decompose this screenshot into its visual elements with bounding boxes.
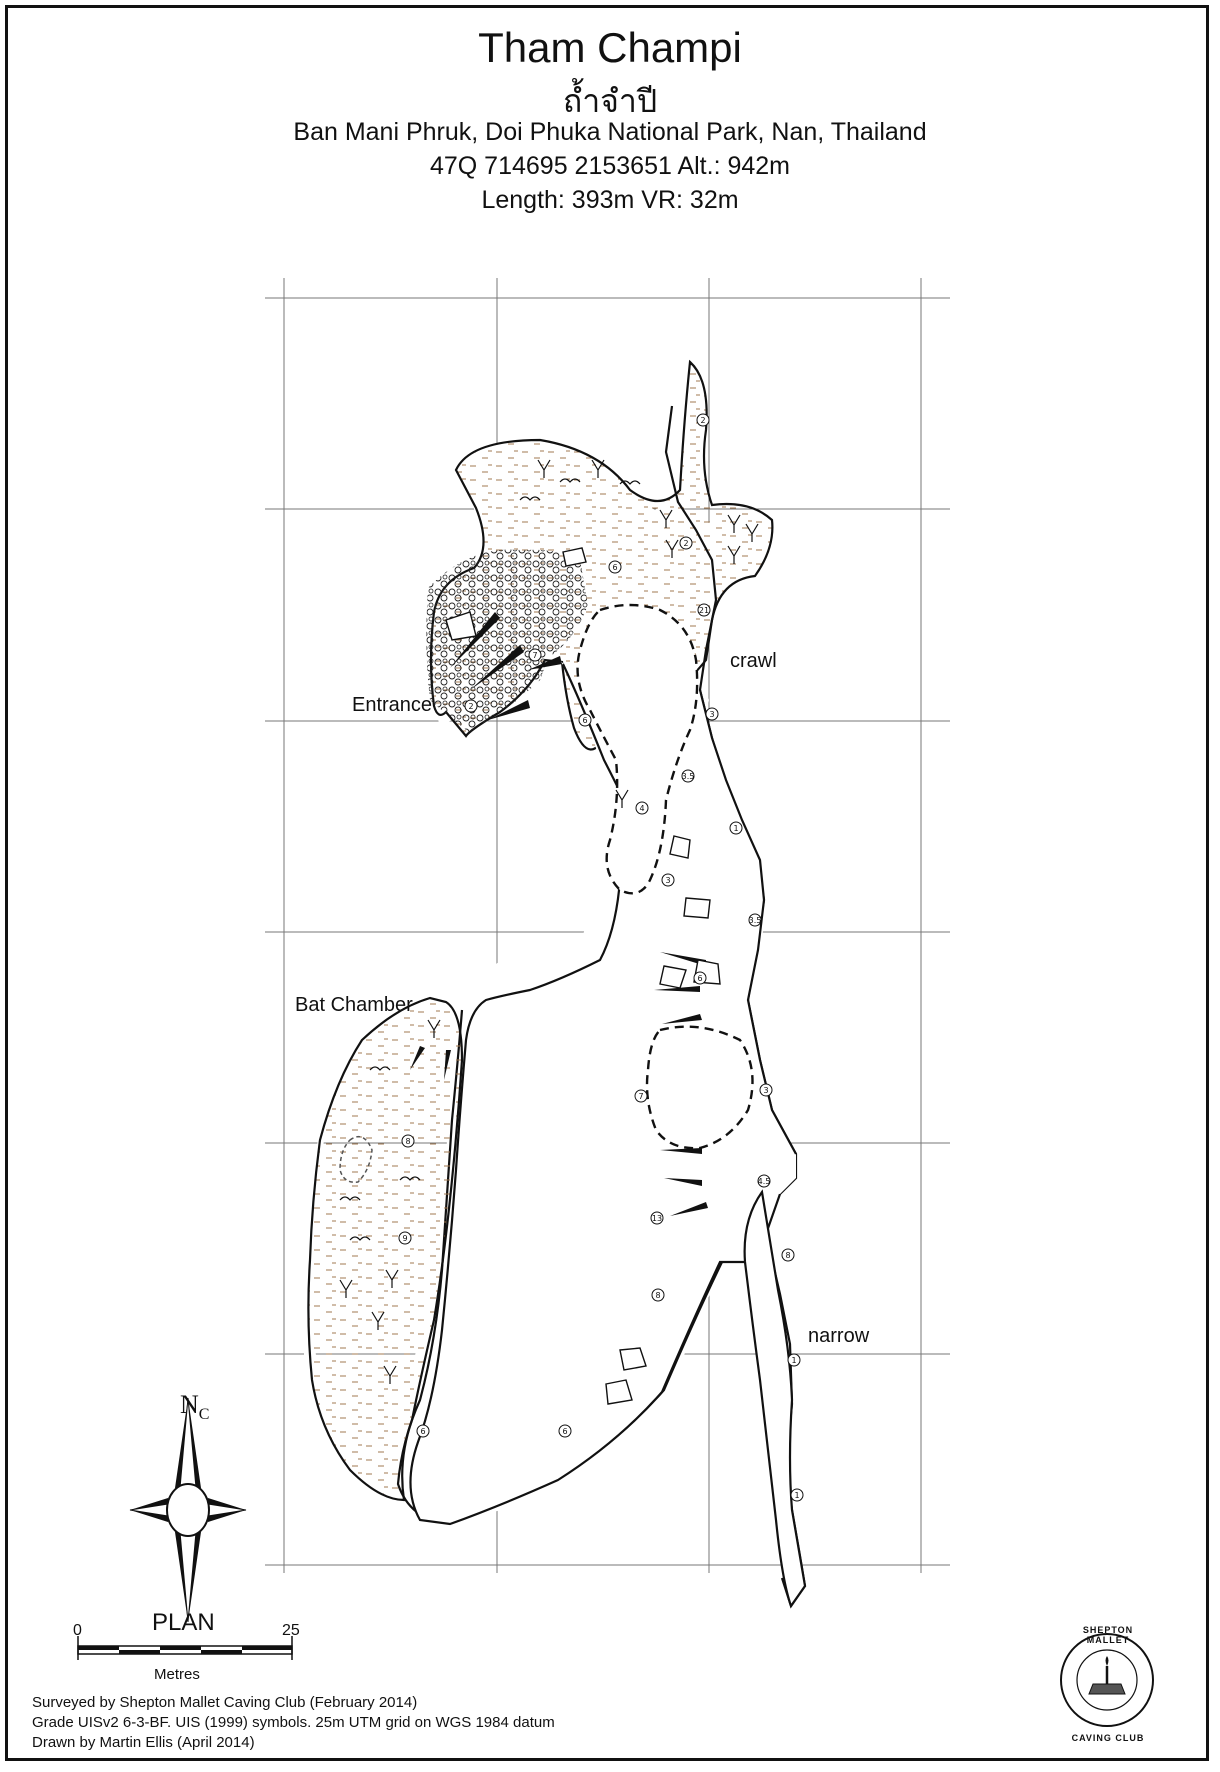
- svg-text:3: 3: [709, 710, 714, 719]
- svg-text:13: 13: [652, 1214, 662, 1223]
- compass-north-label: NC: [180, 1390, 210, 1424]
- svg-text:4.5: 4.5: [758, 1177, 771, 1186]
- depth-marker: [682, 539, 694, 551]
- svg-text:8: 8: [785, 1251, 790, 1260]
- compass-rose: [129, 1397, 247, 1623]
- floor-symbols: [339, 459, 759, 1384]
- svg-text:7: 7: [638, 1092, 643, 1101]
- logo-bottom-text: CAVING CLUB: [1071, 1733, 1145, 1743]
- depth-marker: 2: [679, 536, 693, 550]
- svg-text:6: 6: [582, 716, 587, 725]
- scale-max: 25: [282, 1622, 300, 1639]
- bat-chamber: [307, 996, 464, 1502]
- depth-marker: 8: [401, 1134, 415, 1148]
- depth-marker: 13: [650, 1211, 664, 1225]
- svg-text:2: 2: [700, 416, 705, 425]
- credit-surveyed: Surveyed by Shepton Mallet Caving Club (…: [32, 1694, 418, 1711]
- rubble-area: [426, 549, 588, 733]
- svg-text:1: 1: [791, 1356, 796, 1365]
- svg-text:4: 4: [639, 804, 644, 813]
- svg-text:1: 1: [794, 1491, 799, 1500]
- credit-drawn: Drawn by Martin Ellis (April 2014): [32, 1734, 255, 1751]
- scale-unit: Metres: [154, 1666, 200, 1683]
- depth-markers: 2 2 6 21 7 2 6 3 4 3.5 1 3 3.5 6 7 3 4.5…: [398, 413, 804, 1502]
- label-bat-chamber: Bat Chamber: [295, 994, 413, 1016]
- label-entrance: Entrance: [352, 694, 433, 716]
- lower-passage-west-wall: [409, 789, 745, 1526]
- label-crawl: crawl: [730, 650, 777, 672]
- depth-marker: 3: [759, 1083, 773, 1097]
- depth-marker: 7: [528, 648, 542, 662]
- credit-grade: Grade UISv2 6-3-BF. UIS (1999) symbols. …: [32, 1714, 555, 1731]
- lower-passage-east-wall: [698, 689, 797, 1155]
- svg-text:3.5: 3.5: [749, 916, 762, 925]
- svg-text:2: 2: [468, 702, 473, 711]
- svg-text:3: 3: [665, 876, 670, 885]
- svg-text:9: 9: [402, 1234, 407, 1243]
- label-narrow: narrow: [808, 1325, 870, 1347]
- depth-marker: 3: [705, 707, 719, 721]
- svg-text:8: 8: [405, 1137, 410, 1146]
- depth-marker: 2: [464, 699, 478, 713]
- svg-text:7: 7: [532, 651, 537, 660]
- svg-text:6: 6: [420, 1427, 425, 1436]
- depth-marker: 4.5: [757, 1174, 771, 1188]
- depth-marker: 8: [651, 1288, 665, 1302]
- depth-marker: 7: [634, 1089, 648, 1103]
- bat-dashed-loop: [339, 1135, 373, 1183]
- logo-top-text: SHEPTON MALLET: [1082, 1625, 1134, 1645]
- depth-marker: 21: [697, 603, 711, 617]
- depth-marker: 6: [608, 560, 622, 574]
- credits-block: Surveyed by Shepton Mallet Caving Club (…: [32, 1693, 555, 1753]
- narrow-passage: [743, 1189, 807, 1609]
- svg-text:8: 8: [655, 1291, 660, 1300]
- depth-marker: [635, 802, 647, 814]
- svg-text:3.5: 3.5: [682, 772, 695, 781]
- scale-title: PLAN: [152, 1609, 215, 1636]
- svg-text:6: 6: [562, 1427, 567, 1436]
- depth-marker: 9: [398, 1231, 412, 1245]
- cave-coordinates: 47Q 714695 2153651 Alt.: 942m: [429, 152, 790, 180]
- svg-text:21: 21: [699, 606, 709, 615]
- depth-marker: 2: [696, 413, 710, 427]
- crawl-upper-loop: [576, 603, 699, 895]
- depth-marker: 3: [661, 873, 675, 887]
- depth-marker: 8: [781, 1248, 795, 1262]
- scale-min: 0: [73, 1622, 82, 1639]
- depth-marker: 1: [787, 1353, 801, 1367]
- svg-text:1: 1: [733, 824, 738, 833]
- club-logo: [1060, 1633, 1154, 1727]
- depth-marker: 1: [790, 1488, 804, 1502]
- depth-marker: 6: [693, 971, 707, 985]
- depth-marker: 4: [635, 801, 649, 815]
- svg-text:3: 3: [763, 1086, 768, 1095]
- depth-marker: 1: [729, 821, 743, 835]
- cave-location: Ban Mani Phruk, Doi Phuka National Park,…: [293, 118, 927, 146]
- cave-thai-name: ถ้ำจำปี: [562, 82, 658, 120]
- depth-marker: 6: [558, 1424, 572, 1438]
- svg-text:2: 2: [683, 539, 688, 548]
- map-frame: [5, 5, 1209, 1761]
- svg-text:6: 6: [697, 974, 702, 983]
- svg-text:6: 6: [612, 563, 617, 572]
- lower-dashed-loop: [645, 1025, 754, 1150]
- cave-title: Tham Champi: [478, 24, 742, 71]
- slope-wedges: [410, 612, 708, 1216]
- cave-dimensions: Length: 393m VR: 32m: [481, 186, 739, 214]
- depth-marker: 3.5: [681, 769, 695, 783]
- depth-marker: 6: [578, 713, 592, 727]
- scale-bar: [77, 1636, 293, 1660]
- depth-marker: 3.5: [748, 913, 762, 927]
- depth-marker: 6: [416, 1424, 430, 1438]
